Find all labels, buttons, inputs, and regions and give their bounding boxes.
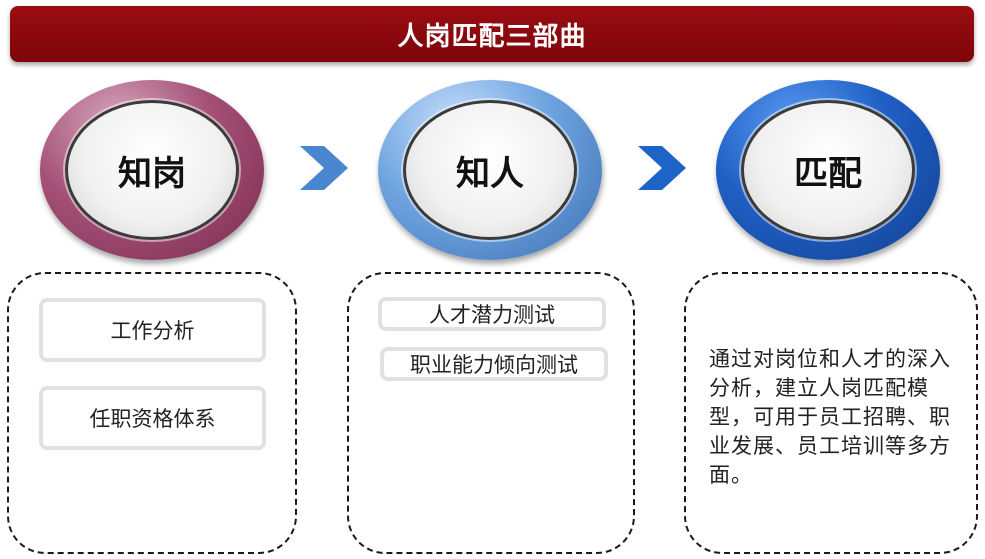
item-potential-test: 人才潜力测试 <box>378 297 606 331</box>
step-label-match: 匹配 <box>741 100 915 240</box>
step-label-know-job: 知岗 <box>65 100 239 240</box>
panel-match <box>684 272 978 554</box>
step-label-know-person: 知人 <box>403 100 577 240</box>
chevron-right-icon <box>638 146 686 190</box>
match-description: 通过对岗位和人才的深入分析，建立人岗匹配模型，可用于员工招聘、职业发展、员工培训… <box>709 347 951 487</box>
chevron-right-icon <box>300 146 348 190</box>
step-ring-know-person: 知人 <box>378 80 602 260</box>
item-qualification-system: 任职资格体系 <box>39 386 266 450</box>
item-aptitude-test: 职业能力倾向测试 <box>380 347 608 381</box>
diagram-title: 人岗匹配三部曲 <box>10 6 974 62</box>
item-job-analysis: 工作分析 <box>39 298 266 362</box>
step-ring-match: 匹配 <box>716 80 940 260</box>
step-ring-know-job: 知岗 <box>40 80 264 260</box>
